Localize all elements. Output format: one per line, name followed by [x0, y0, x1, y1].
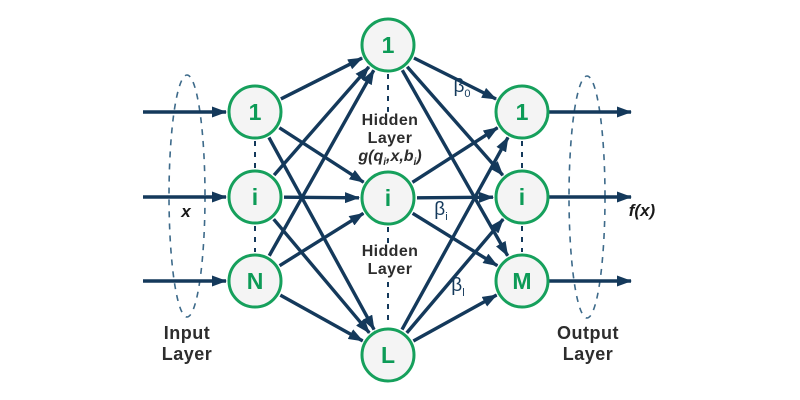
edge-input-layer-1-to-hidden-layer-L	[267, 136, 376, 331]
input-layer-node-label-N: N	[247, 268, 264, 294]
input-layer-caption-line1: Input	[163, 323, 211, 343]
output-layer-caption: Output Layer	[557, 323, 619, 365]
output-layer-node-1	[494, 84, 550, 140]
beta-i-label: βi	[434, 199, 448, 223]
edge-input-layer-1-to-hidden-layer-1	[280, 56, 363, 101]
edge-hidden-layer-L-to-output-layer-i	[405, 218, 505, 334]
output-layer-node-i	[494, 169, 550, 225]
edge-hidden-layer-i-to-output-layer-i	[416, 191, 495, 203]
input-layer-node-i	[227, 169, 283, 225]
edge-input-layer-N-to-hidden-layer-L	[279, 293, 364, 343]
input-layer-node-label-1: 1	[249, 99, 262, 125]
edge-hidden-layer-L-to-output-layer-M	[412, 293, 498, 343]
hidden-activation-formula: g(qi,x,bi)	[358, 147, 422, 169]
hidden-layer-node-label-i: i	[385, 185, 391, 211]
edge-input-layer-N-to-hidden-layer-1	[267, 69, 376, 257]
edge-hidden-layer-i-to-output-layer-1	[411, 126, 499, 184]
edge-hidden-layer-L-to-output-layer-1	[400, 136, 510, 331]
edge-input-layer-N-to-hidden-layer-i	[278, 211, 365, 268]
hidden-layer-caption-bottom: Hidden Layer	[359, 243, 421, 279]
hidden-layer-node-1	[360, 17, 416, 73]
input-layer-node-label-i: i	[252, 184, 258, 210]
beta-0-label: β0	[453, 76, 471, 100]
beta-l-label: βl	[451, 275, 465, 299]
output-layer-node-label-1: 1	[516, 99, 529, 125]
edge-input-layer-i-to-hidden-layer-i	[283, 192, 361, 204]
hidden-layer-node-i	[360, 170, 416, 226]
hidden-layer-node-label-L: L	[381, 342, 395, 368]
hidden-layer-caption-top: Hidden Layer g(qi,x,bi)	[358, 111, 422, 169]
hidden-layer-caption-line2: Layer	[367, 261, 413, 278]
hidden-layer-caption-line1: Hidden	[361, 243, 419, 260]
edge-input-layer-1-to-hidden-layer-i	[278, 126, 365, 184]
edge-hidden-layer-1-to-output-layer-1	[413, 56, 497, 101]
input-layer-caption-line2: Layer	[161, 344, 213, 364]
input-layer-node-1	[227, 84, 283, 140]
hidden-layer-node-L	[360, 327, 416, 383]
hidden-layer-caption-line2: Layer	[367, 129, 413, 147]
output-layer-node-label-M: M	[512, 268, 531, 294]
output-function-label: f(x)	[628, 201, 656, 220]
input-layer-node-N	[227, 253, 283, 309]
hidden-layer-node-label-1: 1	[382, 32, 395, 58]
output-layer-node-M	[494, 253, 550, 309]
edge-hidden-layer-i-to-output-layer-M	[411, 211, 499, 268]
output-layer-node-label-i: i	[519, 184, 525, 210]
output-layer-caption-line1: Output	[557, 323, 619, 343]
hidden-layer-caption-line1: Hidden	[361, 111, 419, 129]
output-layer-caption-line2: Layer	[562, 344, 614, 364]
edge-input-layer-i-to-hidden-layer-L	[272, 218, 371, 334]
edge-hidden-layer-1-to-output-layer-i	[405, 65, 505, 177]
input-layer-caption: Input Layer	[162, 323, 213, 365]
input-vector-label: x	[181, 202, 191, 221]
edge-input-layer-i-to-hidden-layer-1	[272, 65, 371, 177]
